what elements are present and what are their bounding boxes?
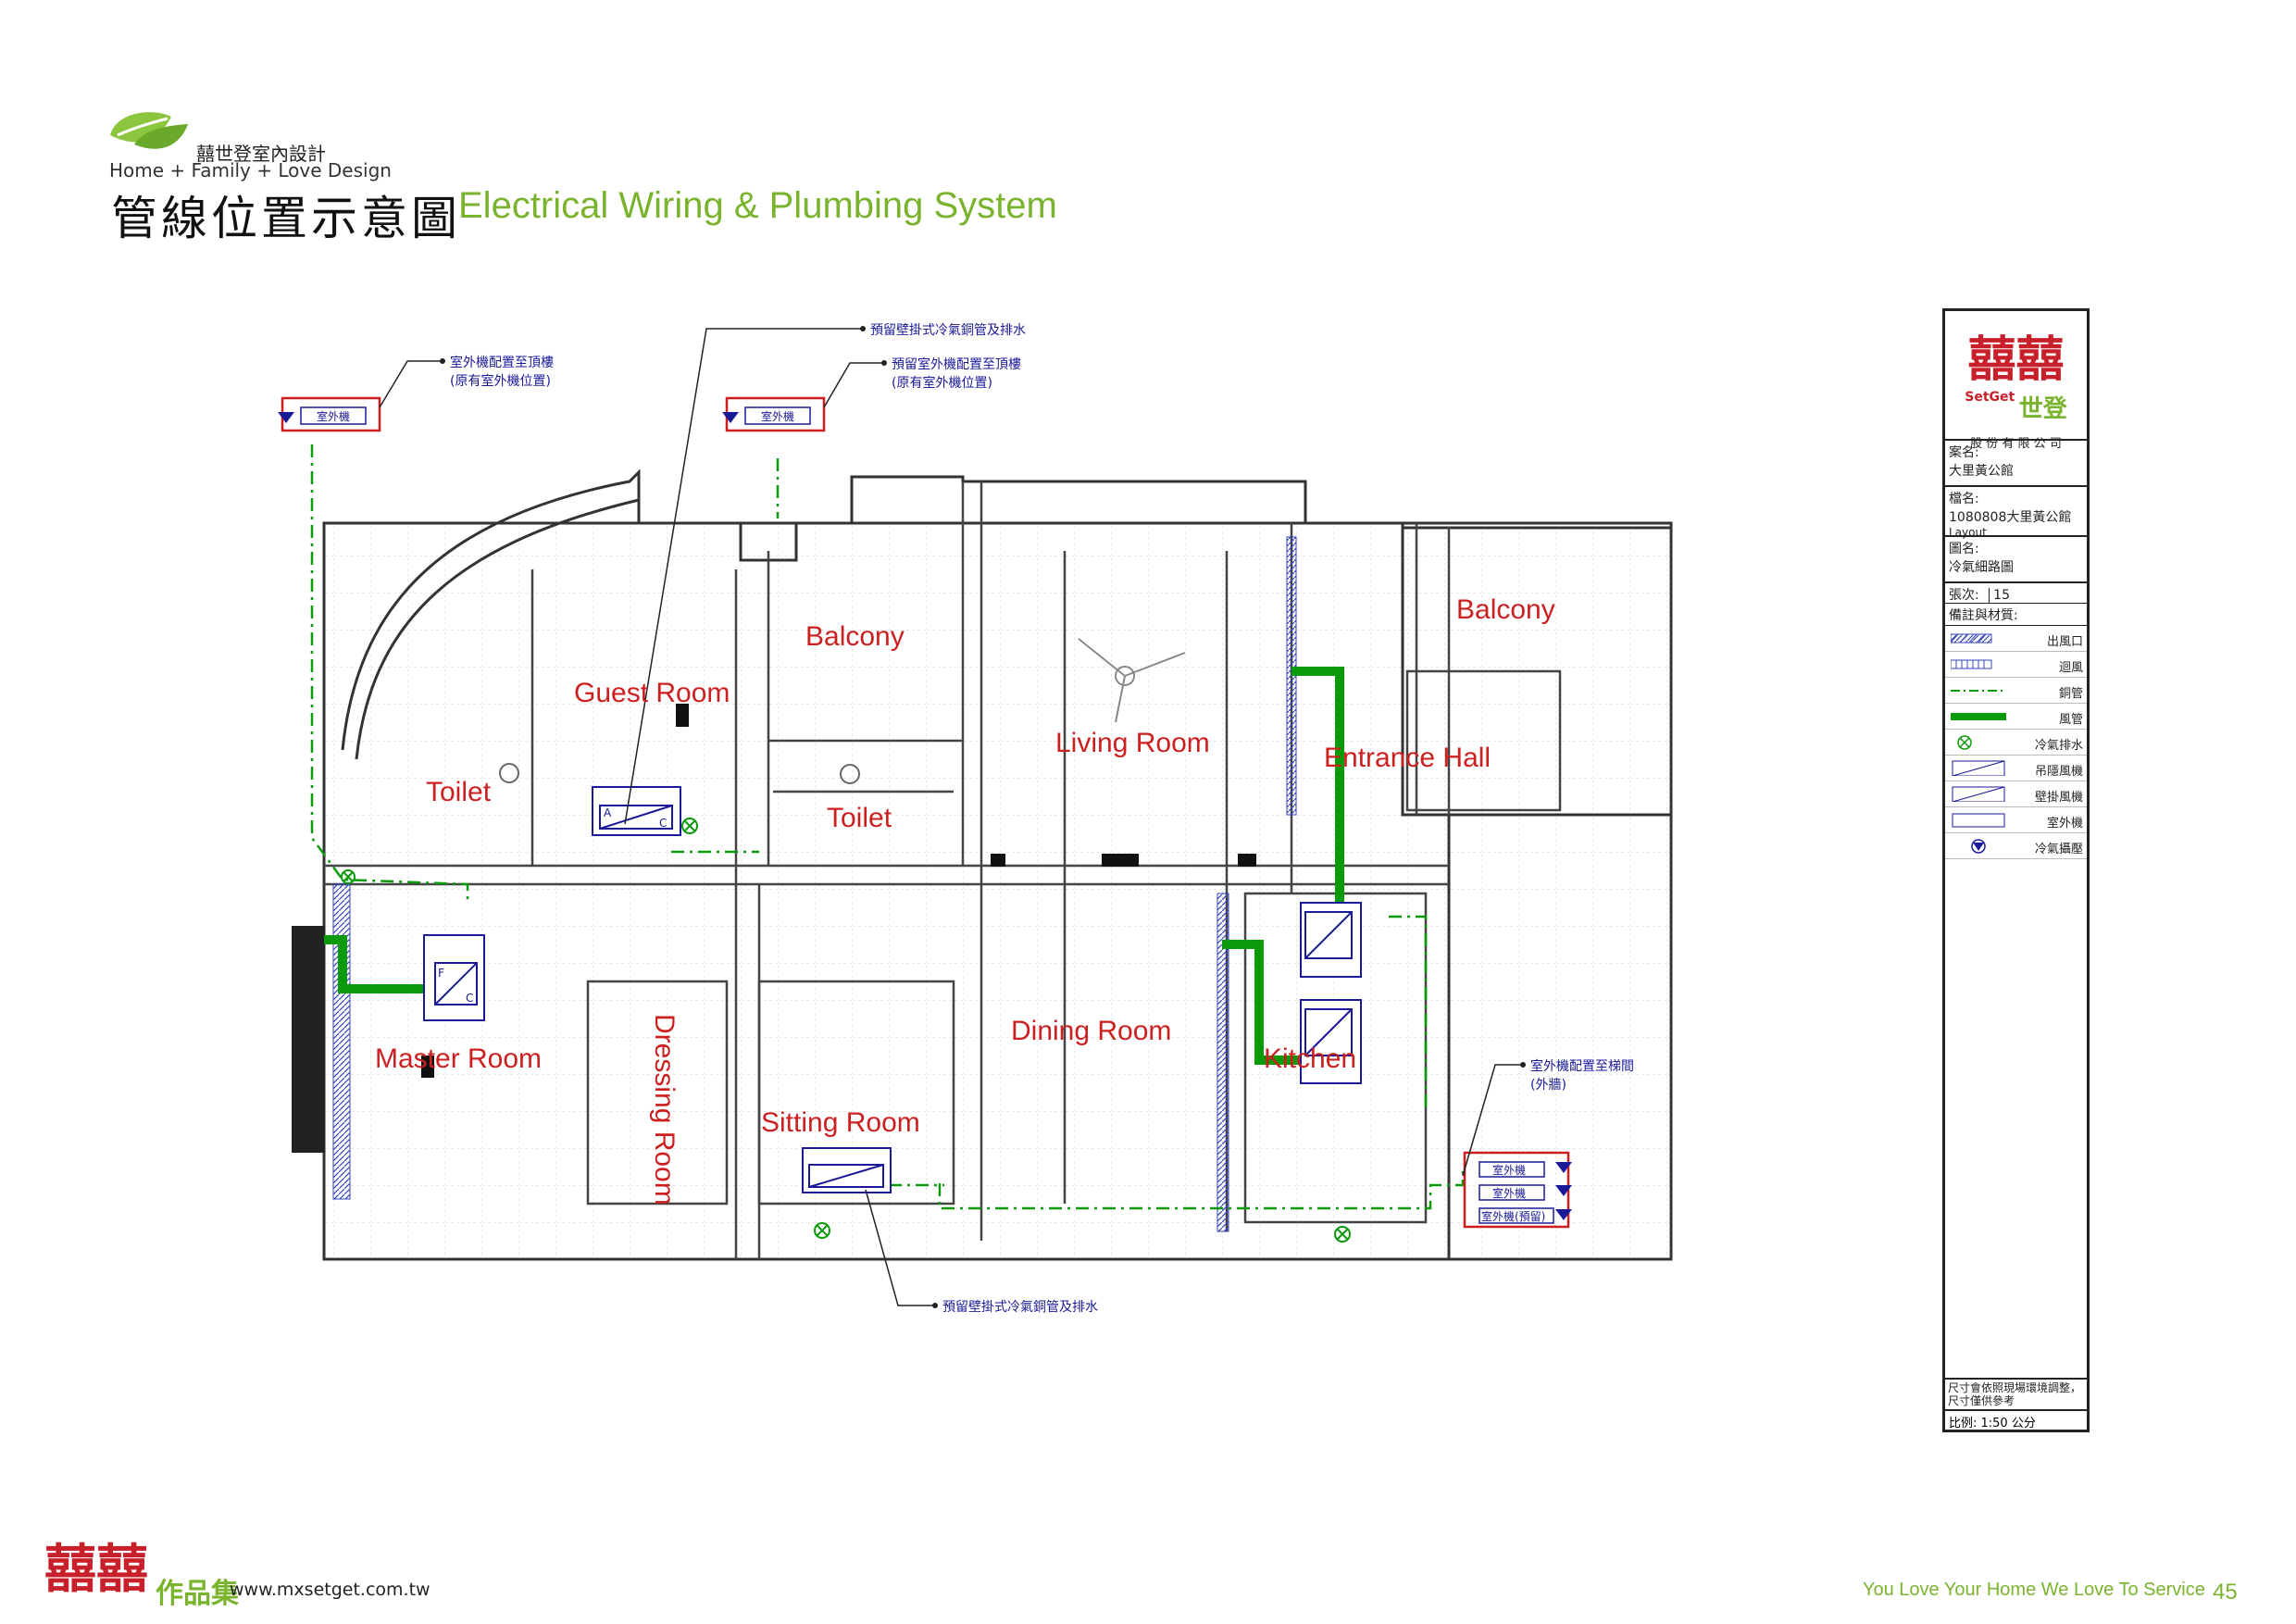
note-outdoor-roof-1: 室外機配置至頂樓 (450, 355, 554, 370)
page-title-zh: 管線位置示意圖 (111, 192, 461, 245)
footer-logo: 囍囍 (44, 1528, 148, 1603)
file-label: 檔名: (1949, 492, 1979, 506)
title-block: 囍囍 SetGet 世登 股 份 有 限 公 司 案名: 大里黃公館 檔名: 1… (1942, 308, 2090, 1432)
legend-item: 出風口 (1945, 626, 2087, 652)
wall-unit (592, 786, 892, 1193)
file-name-row: 檔名: 1080808大里黃公館 Layout (1945, 487, 2087, 539)
air-duct-icon (1951, 713, 2006, 720)
remarks-label: 備註與材質: (1945, 604, 2087, 626)
case-label: 案名: (1949, 445, 1979, 460)
room-label-dining: Dining Room (1011, 1016, 1171, 1046)
room-label-guest: Guest Room (574, 678, 730, 708)
room-label-entrance: Entrance Hall (1324, 743, 1491, 773)
case-name-row: 案名: 大里黃公館 (1945, 441, 2087, 487)
room-label-dressing: Dressing Room (649, 1014, 680, 1206)
note-outdoor-stair: 室外機配置至梯間 (1530, 1058, 1634, 1074)
air-duct (324, 667, 1344, 1065)
outdoor-label-2: 室外機 (761, 409, 794, 423)
title-block-logo: 囍囍 SetGet 世登 股 份 有 限 公 司 (1945, 311, 2087, 451)
drawing-name-row: 圖名: 冷氣細路圖 (1945, 537, 2087, 583)
file-value: 1080808大里黃公館 (1949, 510, 2072, 525)
legend-item: 銅管 (1945, 678, 2087, 704)
sheet-value: 15 (1989, 588, 2010, 603)
return-air-icon (1951, 659, 1992, 669)
ac-wall-a-label: A (604, 806, 612, 819)
brand-name: 囍世登室內設計 (196, 143, 326, 165)
legend-item: 風管 (1945, 704, 2087, 730)
room-label-kitchen: Kitchen (1264, 1043, 1356, 1074)
drawing-label: 圖名: (1949, 542, 1979, 556)
concealed-unit-icon (1952, 760, 2005, 776)
copper-pipe-icon (1951, 690, 2006, 692)
room-label-master: Master Room (375, 1043, 542, 1074)
footer-slogan: You Love Your Home We Love To Service (1863, 1580, 2205, 1600)
room-label-balcony-top: Balcony (805, 621, 905, 652)
setget-logo-chars: 囍囍 (1967, 331, 2065, 388)
legend-item: 壁掛風機 (1945, 781, 2087, 807)
setget-logo-en: SetGet (1965, 390, 2015, 405)
pressure-icon (1971, 839, 1986, 854)
ac-fc-c-label: C (466, 992, 473, 1005)
sheet-row: 張次: 15 (1945, 583, 2087, 604)
outdoor-label-1: 室外機 (317, 409, 350, 423)
legend-item: 冷氣排水 (1945, 730, 2087, 756)
legend-item: 吊隱風機 (1945, 756, 2087, 781)
page-number: 45 (2213, 1580, 2238, 1605)
copper-pipe (310, 444, 1465, 1210)
outdoor-label-5: 室外機(預留) (1481, 1209, 1545, 1223)
footer-website[interactable]: www.mxsetget.com.tw (230, 1580, 430, 1600)
room-label-toilet-mid: Toilet (827, 803, 892, 833)
note-outdoor-roof-2-sub: (原有室外機位置) (892, 375, 992, 391)
disclaimer-text: 尺寸會依照現場環境調整，尺寸僅供參考 (1948, 1381, 2082, 1407)
outlet-icon (1951, 633, 1992, 643)
legend-item: 室外機 (1945, 807, 2087, 833)
ac-fc-f-label: F (438, 967, 444, 980)
page-title-en: Electrical Wiring & Plumbing System (458, 185, 1057, 226)
footer-logo-chars: 囍囍 (44, 1539, 148, 1600)
brand-tagline: Home + Family + Love Design (109, 159, 392, 181)
outdoor-label-3: 室外機 (1492, 1163, 1526, 1177)
room-label-living: Living Room (1055, 728, 1210, 758)
outdoor-unit (278, 396, 1572, 1229)
inner-walls (324, 481, 1562, 1259)
note-wall-ac-reserve-2: 預留壁掛式冷氣銅管及排水 (942, 1300, 1098, 1315)
note-outdoor-stair-sub: (外牆) (1530, 1078, 1566, 1093)
ceiling-fan-icon (1078, 638, 1186, 723)
footer-works-label: 作品集 (156, 1578, 239, 1610)
ac-wall-c-label: C (659, 817, 667, 830)
sheet-label: 張次: (1949, 588, 1979, 603)
concealed-unit (423, 902, 1362, 1084)
company-suffix: 股 份 有 限 公 司 (1970, 437, 2062, 451)
outdoor-label-4: 室外機 (1492, 1186, 1526, 1200)
note-wall-ac-reserve-1: 預留壁掛式冷氣銅管及排水 (870, 323, 1026, 338)
brand-logo (106, 107, 192, 159)
window-strip (292, 926, 325, 1153)
file-value-2: Layout (1949, 526, 1987, 539)
drain-icon (1957, 735, 1972, 750)
outer-walls (322, 468, 1673, 1261)
title-block-scale: 比例: 1:50 公分 (1945, 1409, 2087, 1430)
legend: 出風口 迴風 銅管 風管 冷氣排水 吊隱風機 壁掛風機 室外機 (1945, 626, 2087, 859)
legend-item: 迴風 (1945, 652, 2087, 678)
title-block-disclaimer: 尺寸會依照現場環境調整，尺寸僅供參考 (1945, 1378, 2087, 1409)
note-outdoor-roof-1-sub: (原有室外機位置) (450, 373, 551, 389)
wall-unit-icon (1952, 786, 2005, 802)
outdoor-unit-icon (1952, 813, 2005, 828)
drawing-value: 冷氣細路圖 (1949, 560, 2014, 575)
setget-logo-zh: 世登 (2018, 395, 2067, 423)
room-label-toilet-left: Toilet (426, 777, 492, 807)
room-label-sitting: Sitting Room (761, 1107, 920, 1138)
note-outdoor-roof-2: 預留室外機配置至頂樓 (892, 356, 1021, 372)
drain-icon (341, 818, 1351, 1243)
case-value: 大里黃公館 (1949, 464, 2014, 479)
legend-item: 冷氣攝壓 (1945, 833, 2087, 859)
room-label-balcony-right: Balcony (1456, 594, 1555, 625)
